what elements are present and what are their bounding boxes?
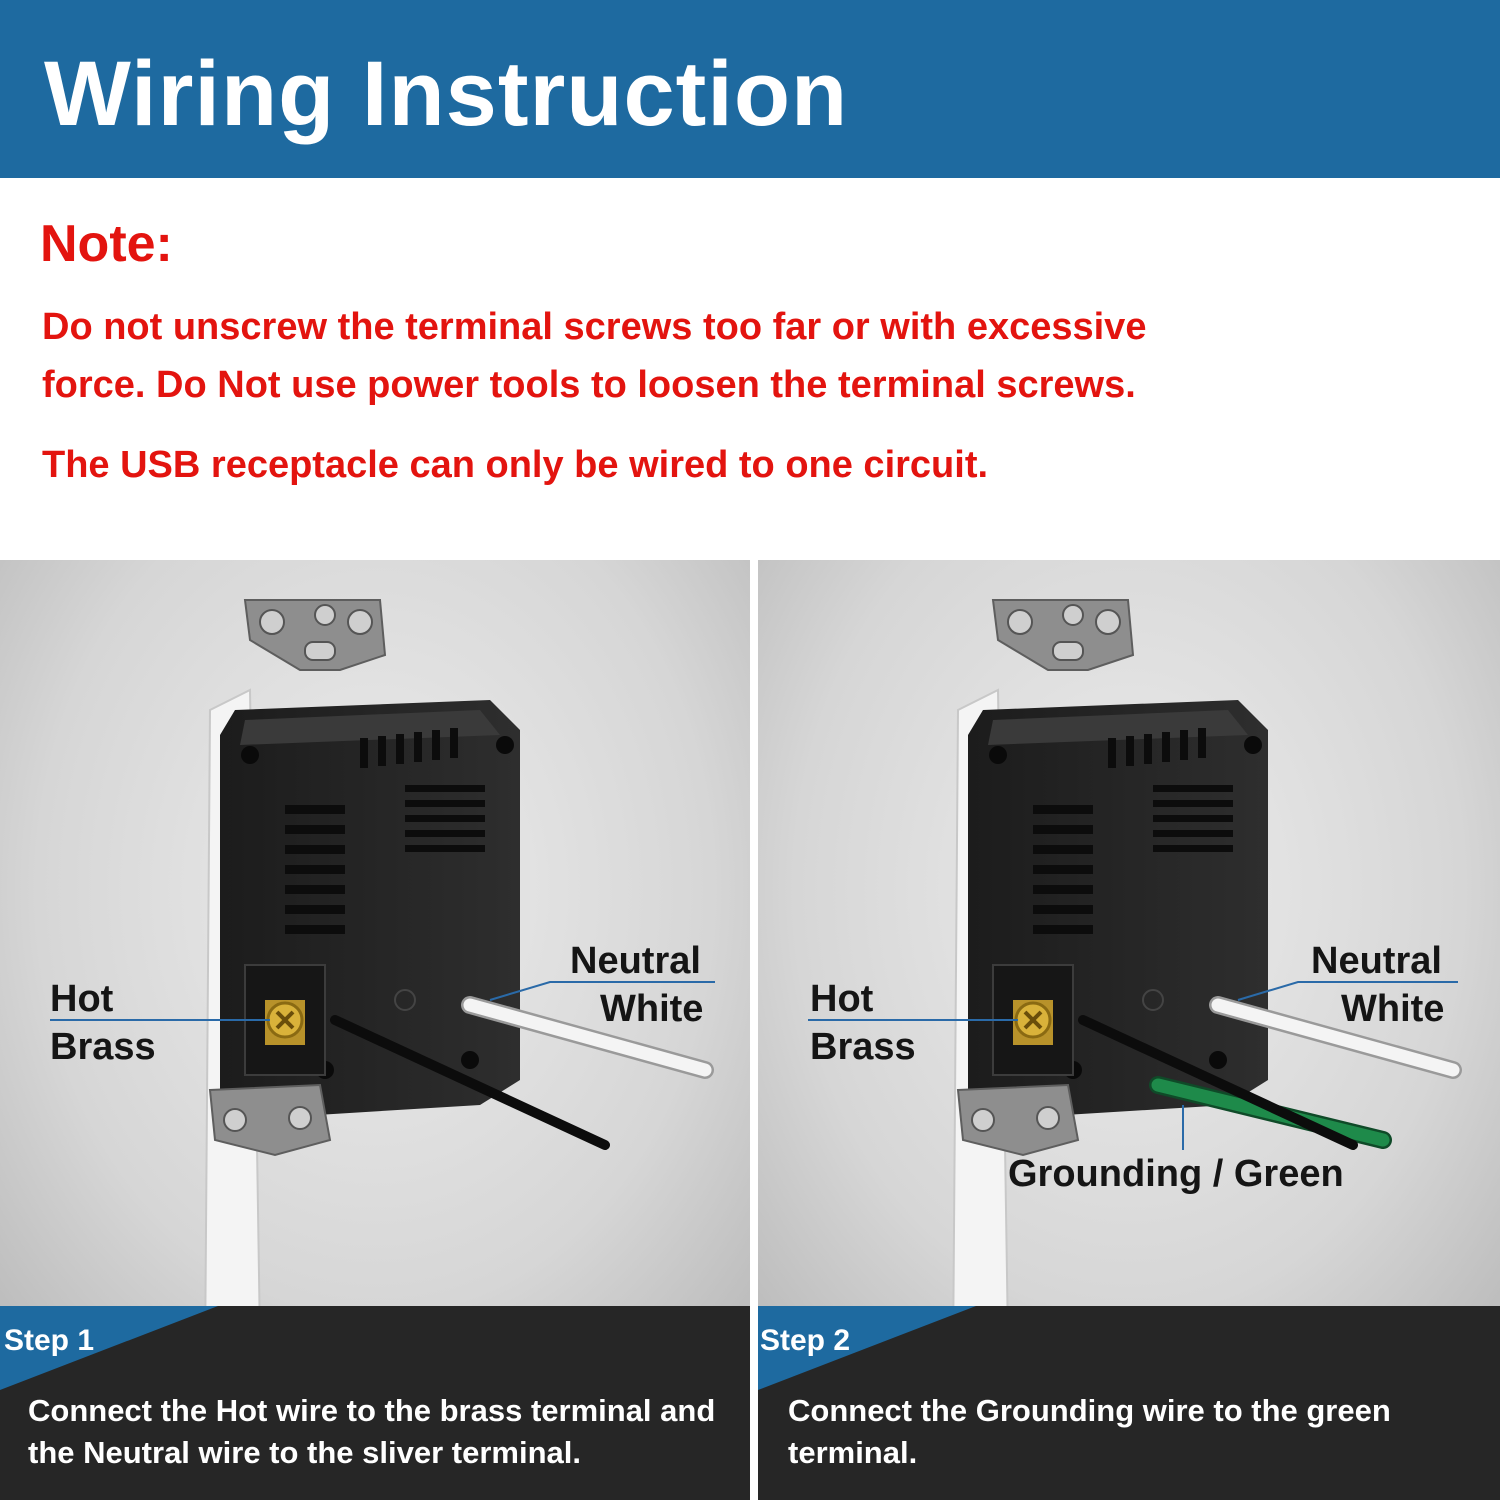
hot-black-wire — [1078, 1015, 1358, 1150]
step-2-panel: Hot Brass Neutral White Grounding / Gree… — [758, 560, 1500, 1500]
hot-label: Hot — [50, 978, 114, 1020]
step-2-text: Connect the Grounding wire to the green … — [788, 1393, 1391, 1470]
white-label: White — [1341, 988, 1445, 1030]
note-line-1: Do not unscrew the terminal screws too f… — [42, 306, 1147, 348]
neutral-label: Neutral — [1311, 940, 1442, 982]
step-1-panel: Hot Brass Neutral White Step 1 Connect t… — [0, 560, 750, 1500]
step-1-tab-shape — [0, 1306, 218, 1390]
receptacle-body — [220, 700, 520, 1120]
note-line-3: The USB receptacle can only be wired to … — [42, 444, 989, 486]
grounding-label: Grounding / Green — [1008, 1153, 1344, 1195]
mounting-strap-bottom — [956, 1083, 1080, 1157]
header-banner: Wiring Instruction — [0, 0, 1500, 178]
neutral-white-wire — [461, 996, 714, 1079]
step-1-text: Connect the Hot wire to the brass termin… — [28, 1393, 716, 1470]
neutral-pointer-line — [489, 981, 715, 1001]
step-2-tab-shape — [758, 1306, 976, 1390]
step-2-label: Step 2 — [760, 1324, 851, 1357]
brass-label: Brass — [50, 1026, 156, 1068]
receptacle-body — [968, 700, 1268, 1120]
mounting-strap-bottom — [208, 1083, 332, 1157]
panel-divider — [750, 560, 758, 1500]
brass-label: Brass — [810, 1026, 916, 1068]
neutral-white-wire — [1209, 996, 1462, 1079]
note-line-2: force. Do Not use power tools to loosen … — [42, 364, 1136, 406]
brass-terminal-screw — [265, 1000, 305, 1045]
mounting-strap-top — [991, 599, 1135, 671]
step-1-label: Step 1 — [4, 1324, 95, 1357]
neutral-label: Neutral — [570, 940, 701, 982]
grounding-green-wire — [1149, 1076, 1392, 1149]
page-title: Wiring Instruction — [44, 43, 849, 145]
brass-terminal-screw — [1013, 1000, 1053, 1045]
mounting-strap-top — [243, 599, 387, 671]
note-title: Note: — [40, 215, 173, 273]
white-label: White — [600, 988, 704, 1030]
neutral-pointer-line — [1237, 981, 1458, 1001]
hot-label: Hot — [810, 978, 874, 1020]
hot-black-wire — [330, 1015, 610, 1150]
